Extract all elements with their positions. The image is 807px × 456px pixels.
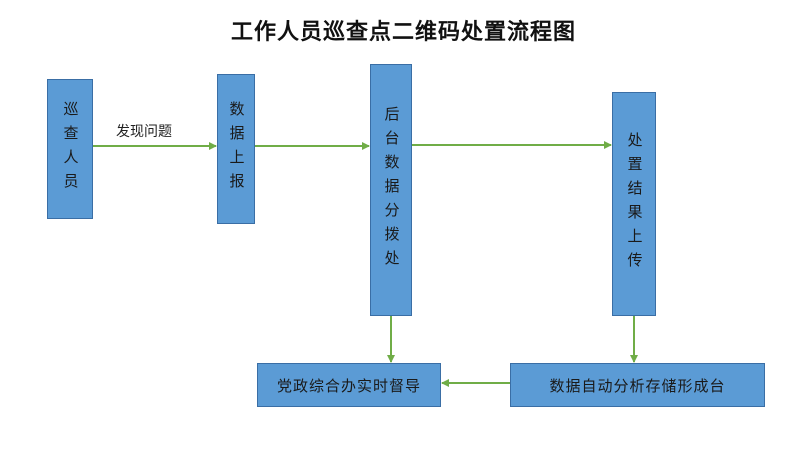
node-supervision-label: 党政综合办实时督导 — [276, 376, 421, 395]
node-result-upload-label: 处置结果上传 — [625, 132, 644, 276]
diagram-title: 工作人员巡查点二维码处置流程图 — [230, 19, 576, 45]
node-supervision: 党政综合办实时督导 — [257, 363, 441, 407]
node-report-label: 数据上报 — [227, 101, 246, 197]
node-result-upload: 处置结果上传 — [612, 92, 656, 316]
node-inspector: 巡查人员 — [47, 79, 93, 219]
edge-label-found-problem: 发现问题 — [116, 124, 172, 140]
node-auto-analysis: 数据自动分析存储形成台 — [510, 363, 765, 407]
node-auto-analysis-label: 数据自动分析存储形成台 — [549, 376, 726, 395]
node-report: 数据上报 — [217, 74, 255, 224]
node-dispatch: 后台数据分拨处 — [370, 64, 412, 316]
node-dispatch-label: 后台数据分拨处 — [382, 106, 401, 274]
node-inspector-label: 巡查人员 — [61, 101, 80, 197]
